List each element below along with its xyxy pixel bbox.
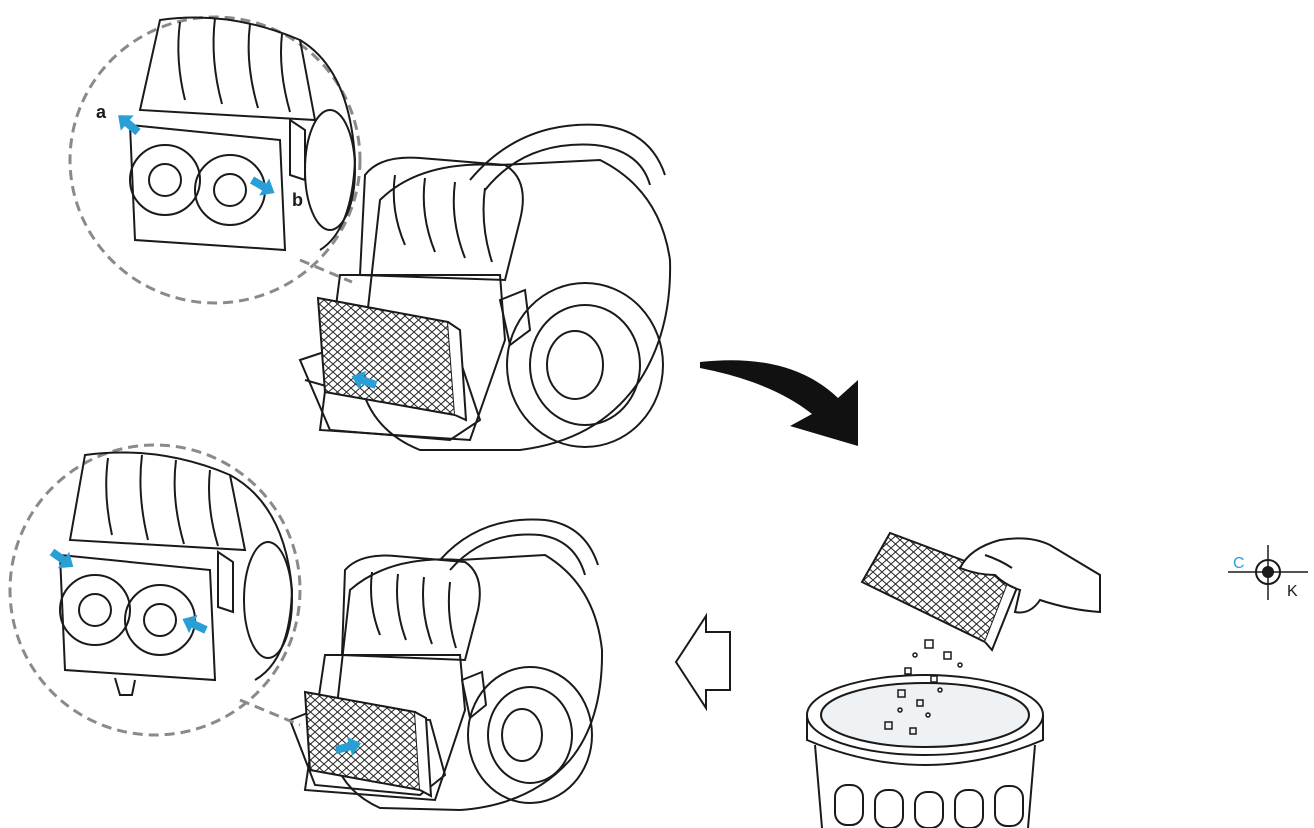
filter-step-1 [316,296,468,422]
vacuum-step-3 [288,518,604,812]
registration-label-c: C [1233,555,1245,572]
label-a: a [96,102,107,122]
outline-arrow-left-icon [674,612,731,712]
release-arrow-a-icon [111,107,145,140]
vacuum-step-1 [298,123,672,451]
crosshair-icon [1228,545,1308,600]
label-b: b [292,190,303,210]
callout-detail-top: a b [68,15,362,305]
registration-label-k: K [1287,583,1298,600]
curved-arrow-down-icon [700,360,858,446]
callout-detail-bottom [8,443,302,737]
hand [958,537,1101,614]
lock-arrow-left-icon [46,543,80,576]
filter-step-3 [303,690,433,798]
dust-particles [884,639,963,735]
trash-bin [806,674,1044,828]
